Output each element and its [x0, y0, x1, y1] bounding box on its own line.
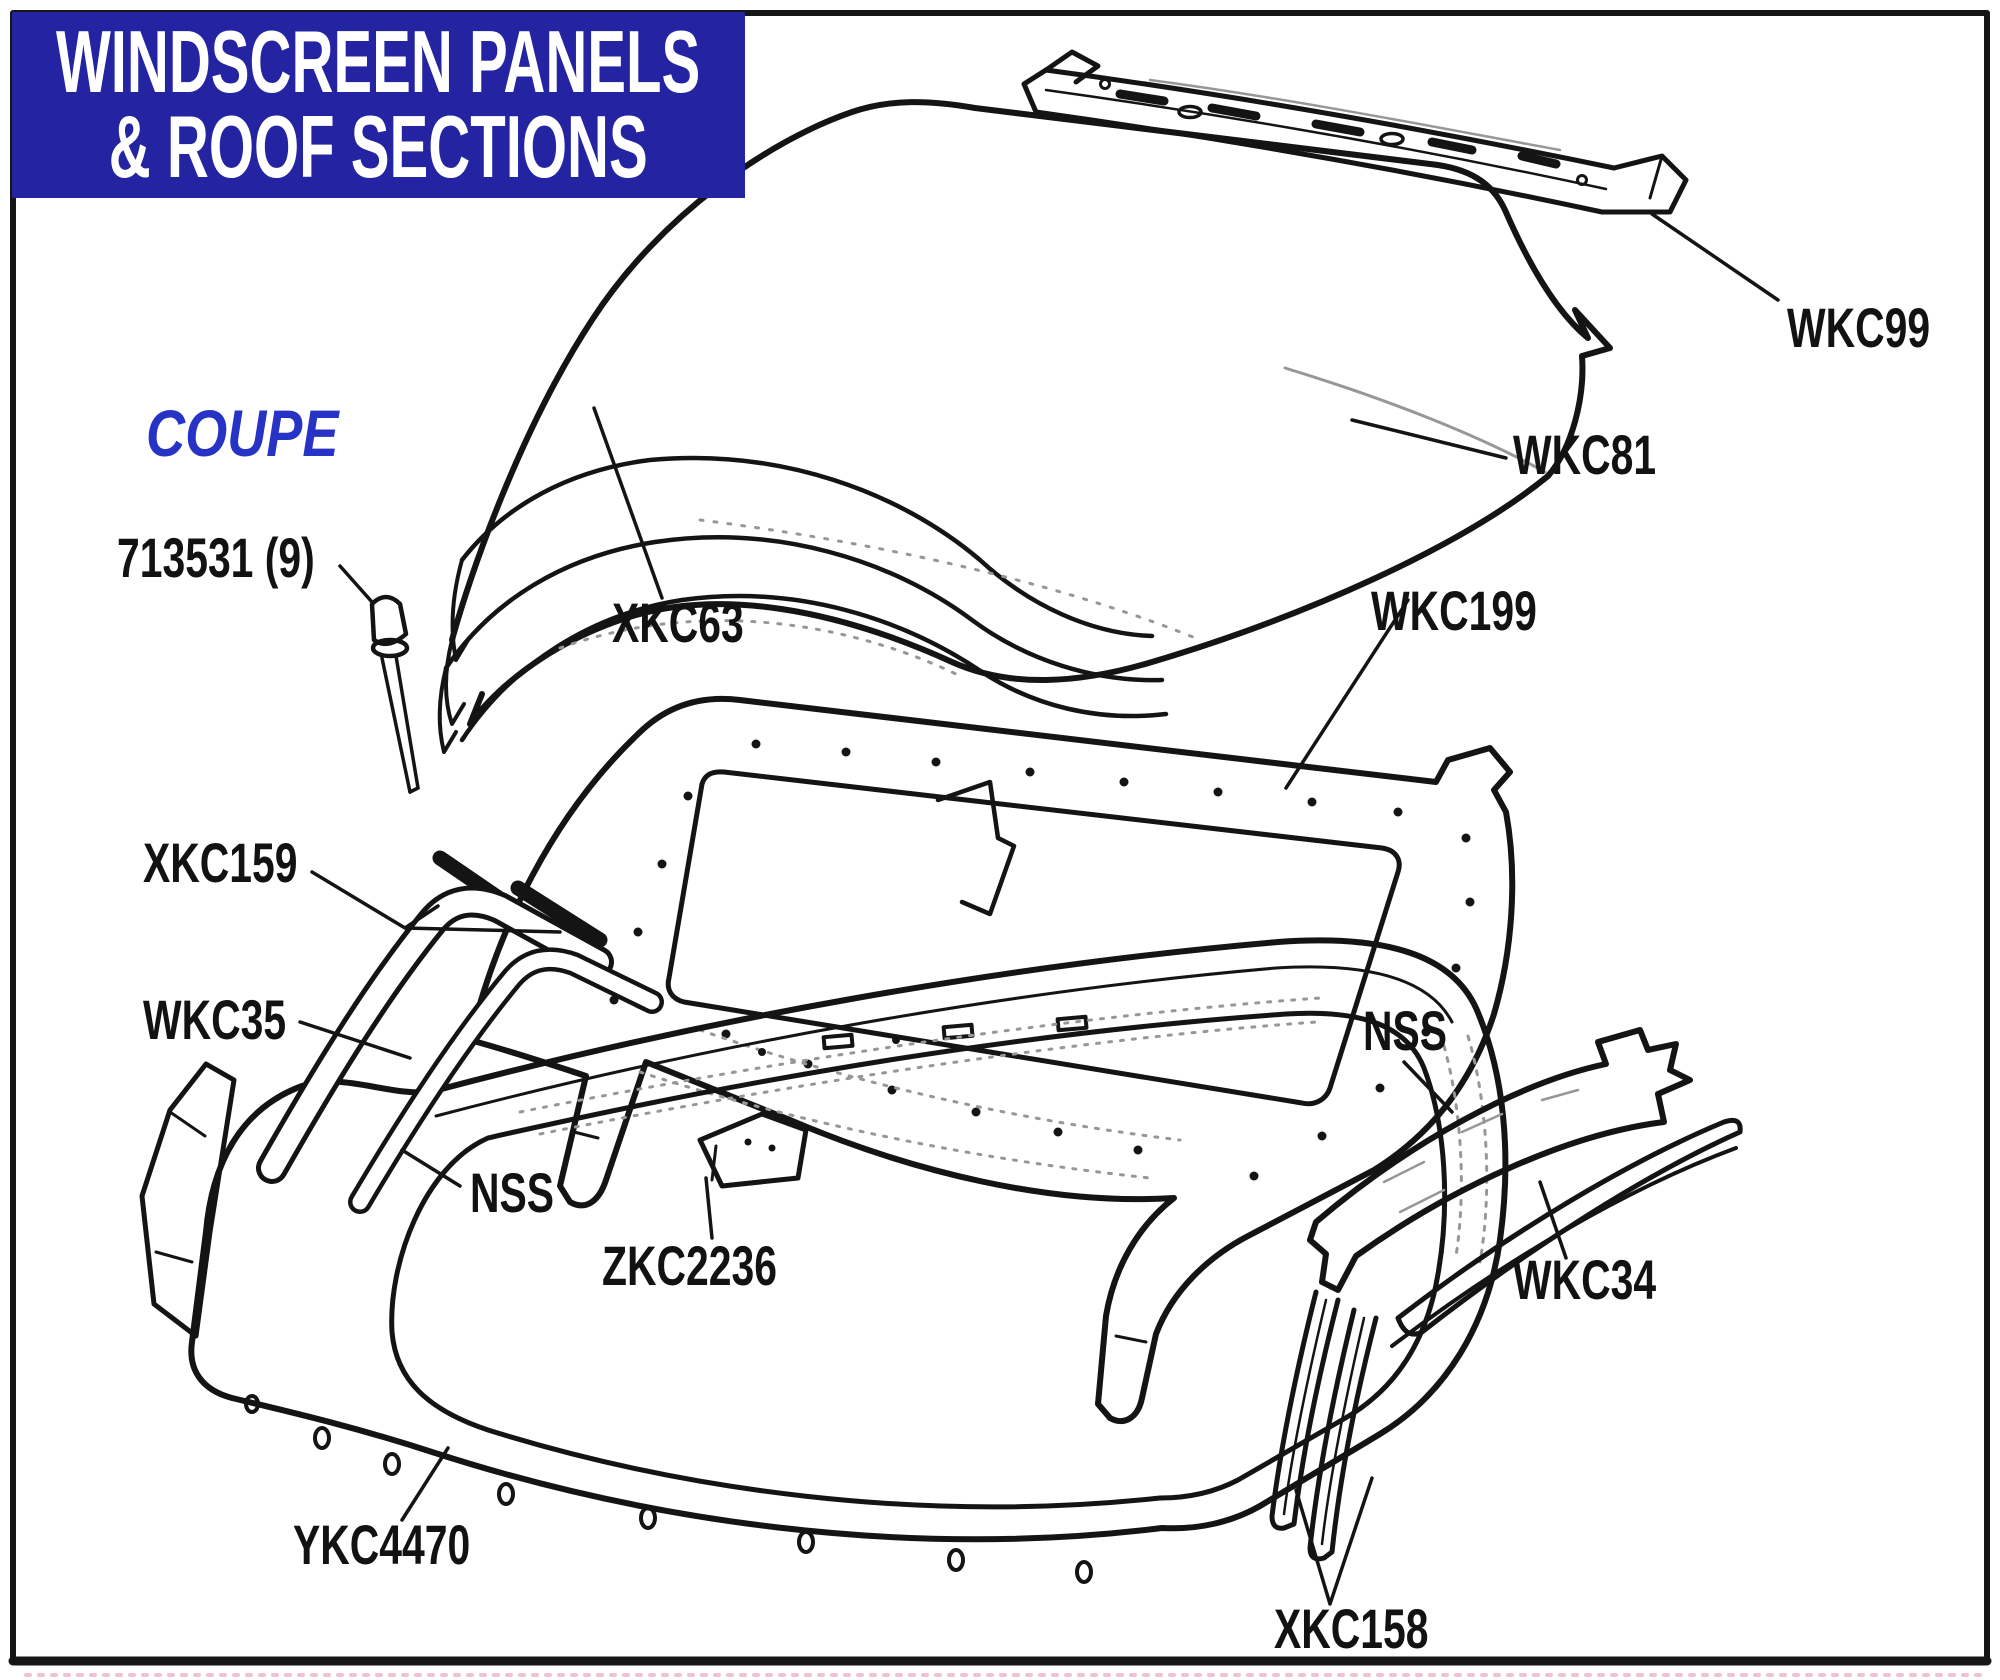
part-label-wkc99: WKC99 [1787, 296, 1931, 359]
part-label-wkc199: WKC199 [1371, 579, 1537, 642]
part-label-wkc81: WKC81 [1513, 423, 1657, 486]
rivet-713531-drawing [369, 594, 420, 794]
page-border [8, 10, 1992, 1666]
part-label-xkc158: XKC158 [1274, 1597, 1429, 1660]
part-label-wkc34: WKC34 [1513, 1248, 1657, 1311]
variant-label: COUPE [146, 396, 339, 470]
part-label-wkc35: WKC35 [143, 988, 287, 1051]
part-label-xkc159: XKC159 [143, 831, 298, 894]
wkc199-roof-frame-drawing [467, 695, 1516, 1425]
wkc199-rivet-holes [609, 739, 1475, 1181]
part-label-713531-9: 713531 (9) [117, 526, 315, 589]
wkc35-and-nss-strips-drawing [256, 885, 664, 1214]
part-label-zkc2236: ZKC2236 [602, 1234, 777, 1297]
leader-lines [298, 212, 1780, 1606]
part-label-ykc4470: YKC4470 [293, 1513, 471, 1576]
right-cantrail-pieces-drawing [1269, 1027, 1743, 1562]
title-banner-line1: WINDSCREEN PANELS [56, 12, 701, 112]
ykc4470-windscreen-frame-drawing [139, 937, 1509, 1584]
wkc99-header-rail-drawing [1021, 49, 1689, 215]
wkc81-roof-panel-drawing [437, 99, 1613, 754]
title-banner-line2: & ROOF SECTIONS [109, 97, 648, 196]
part-label-nss-right: NSS [1363, 999, 1448, 1062]
zkc2236-mount-plate-drawing [697, 1111, 809, 1189]
part-label-xkc63: XKC63 [612, 591, 744, 654]
title-banner: WINDSCREEN PANELS & ROOF SECTIONS [12, 12, 745, 198]
part-label-nss-left: NSS [470, 1161, 555, 1224]
